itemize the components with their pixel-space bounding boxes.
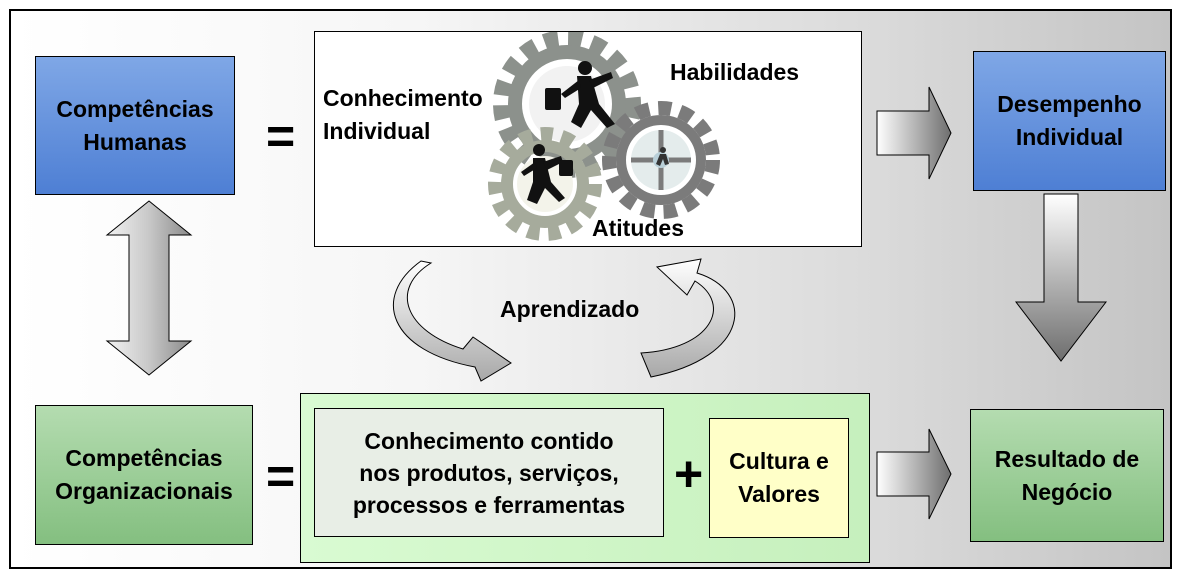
desempenho-individual-label: Desempenho Individual xyxy=(997,91,1142,150)
cultura-valores-label: Cultura e Valores xyxy=(729,448,829,507)
box-resultado-negocio: Resultado de Negócio xyxy=(970,409,1164,542)
double-arrow-vertical-icon xyxy=(105,200,193,376)
box-cultura-valores: Cultura e Valores xyxy=(709,418,849,538)
equals-sign: = xyxy=(266,448,296,504)
running-businessman-icon xyxy=(656,147,669,166)
running-businessman-icon xyxy=(545,61,615,128)
block-arrow-down-icon xyxy=(1014,193,1108,362)
diagram-graphics xyxy=(105,86,1108,520)
habilidades-label: Habilidades xyxy=(670,59,800,85)
box-competencias-humanas: Competências Humanas xyxy=(35,56,235,195)
box-conhecimento-contido: Conhecimento contido nos produtos, servi… xyxy=(314,408,664,537)
circular-arrow-icon xyxy=(393,260,512,382)
organizational-panel: Conhecimento contido nos produtos, servi… xyxy=(300,393,870,563)
box-competencias-organizacionais: Competências Organizacionais xyxy=(35,405,253,545)
atitudes-label: Atitudes xyxy=(592,215,684,241)
conhecimento-individual-label: Conhecimento Individual xyxy=(323,85,483,144)
block-arrow-right-icon xyxy=(876,428,952,520)
diagram-frame: Competências Humanas = xyxy=(9,9,1172,569)
circular-arrow-icon xyxy=(640,258,736,378)
block-arrow-right-icon xyxy=(876,86,952,180)
equals-sign: = xyxy=(266,108,296,164)
competencias-organizacionais-label: Competências Organizacionais xyxy=(55,445,233,504)
aprendizado-label: Aprendizado xyxy=(500,296,640,322)
conhecimento-contido-label: Conhecimento contido nos produtos, servi… xyxy=(352,427,626,518)
running-businessman-icon xyxy=(521,144,573,204)
competencias-humanas-label: Competências Humanas xyxy=(56,95,214,155)
box-desempenho-individual: Desempenho Individual xyxy=(973,51,1166,191)
gears-illustration xyxy=(488,32,720,241)
resultado-negocio-label: Resultado de Negócio xyxy=(994,445,1140,505)
gear-panel: Conhecimento Individual Habilidades Atit… xyxy=(314,31,862,247)
plus-sign: + xyxy=(674,446,704,502)
